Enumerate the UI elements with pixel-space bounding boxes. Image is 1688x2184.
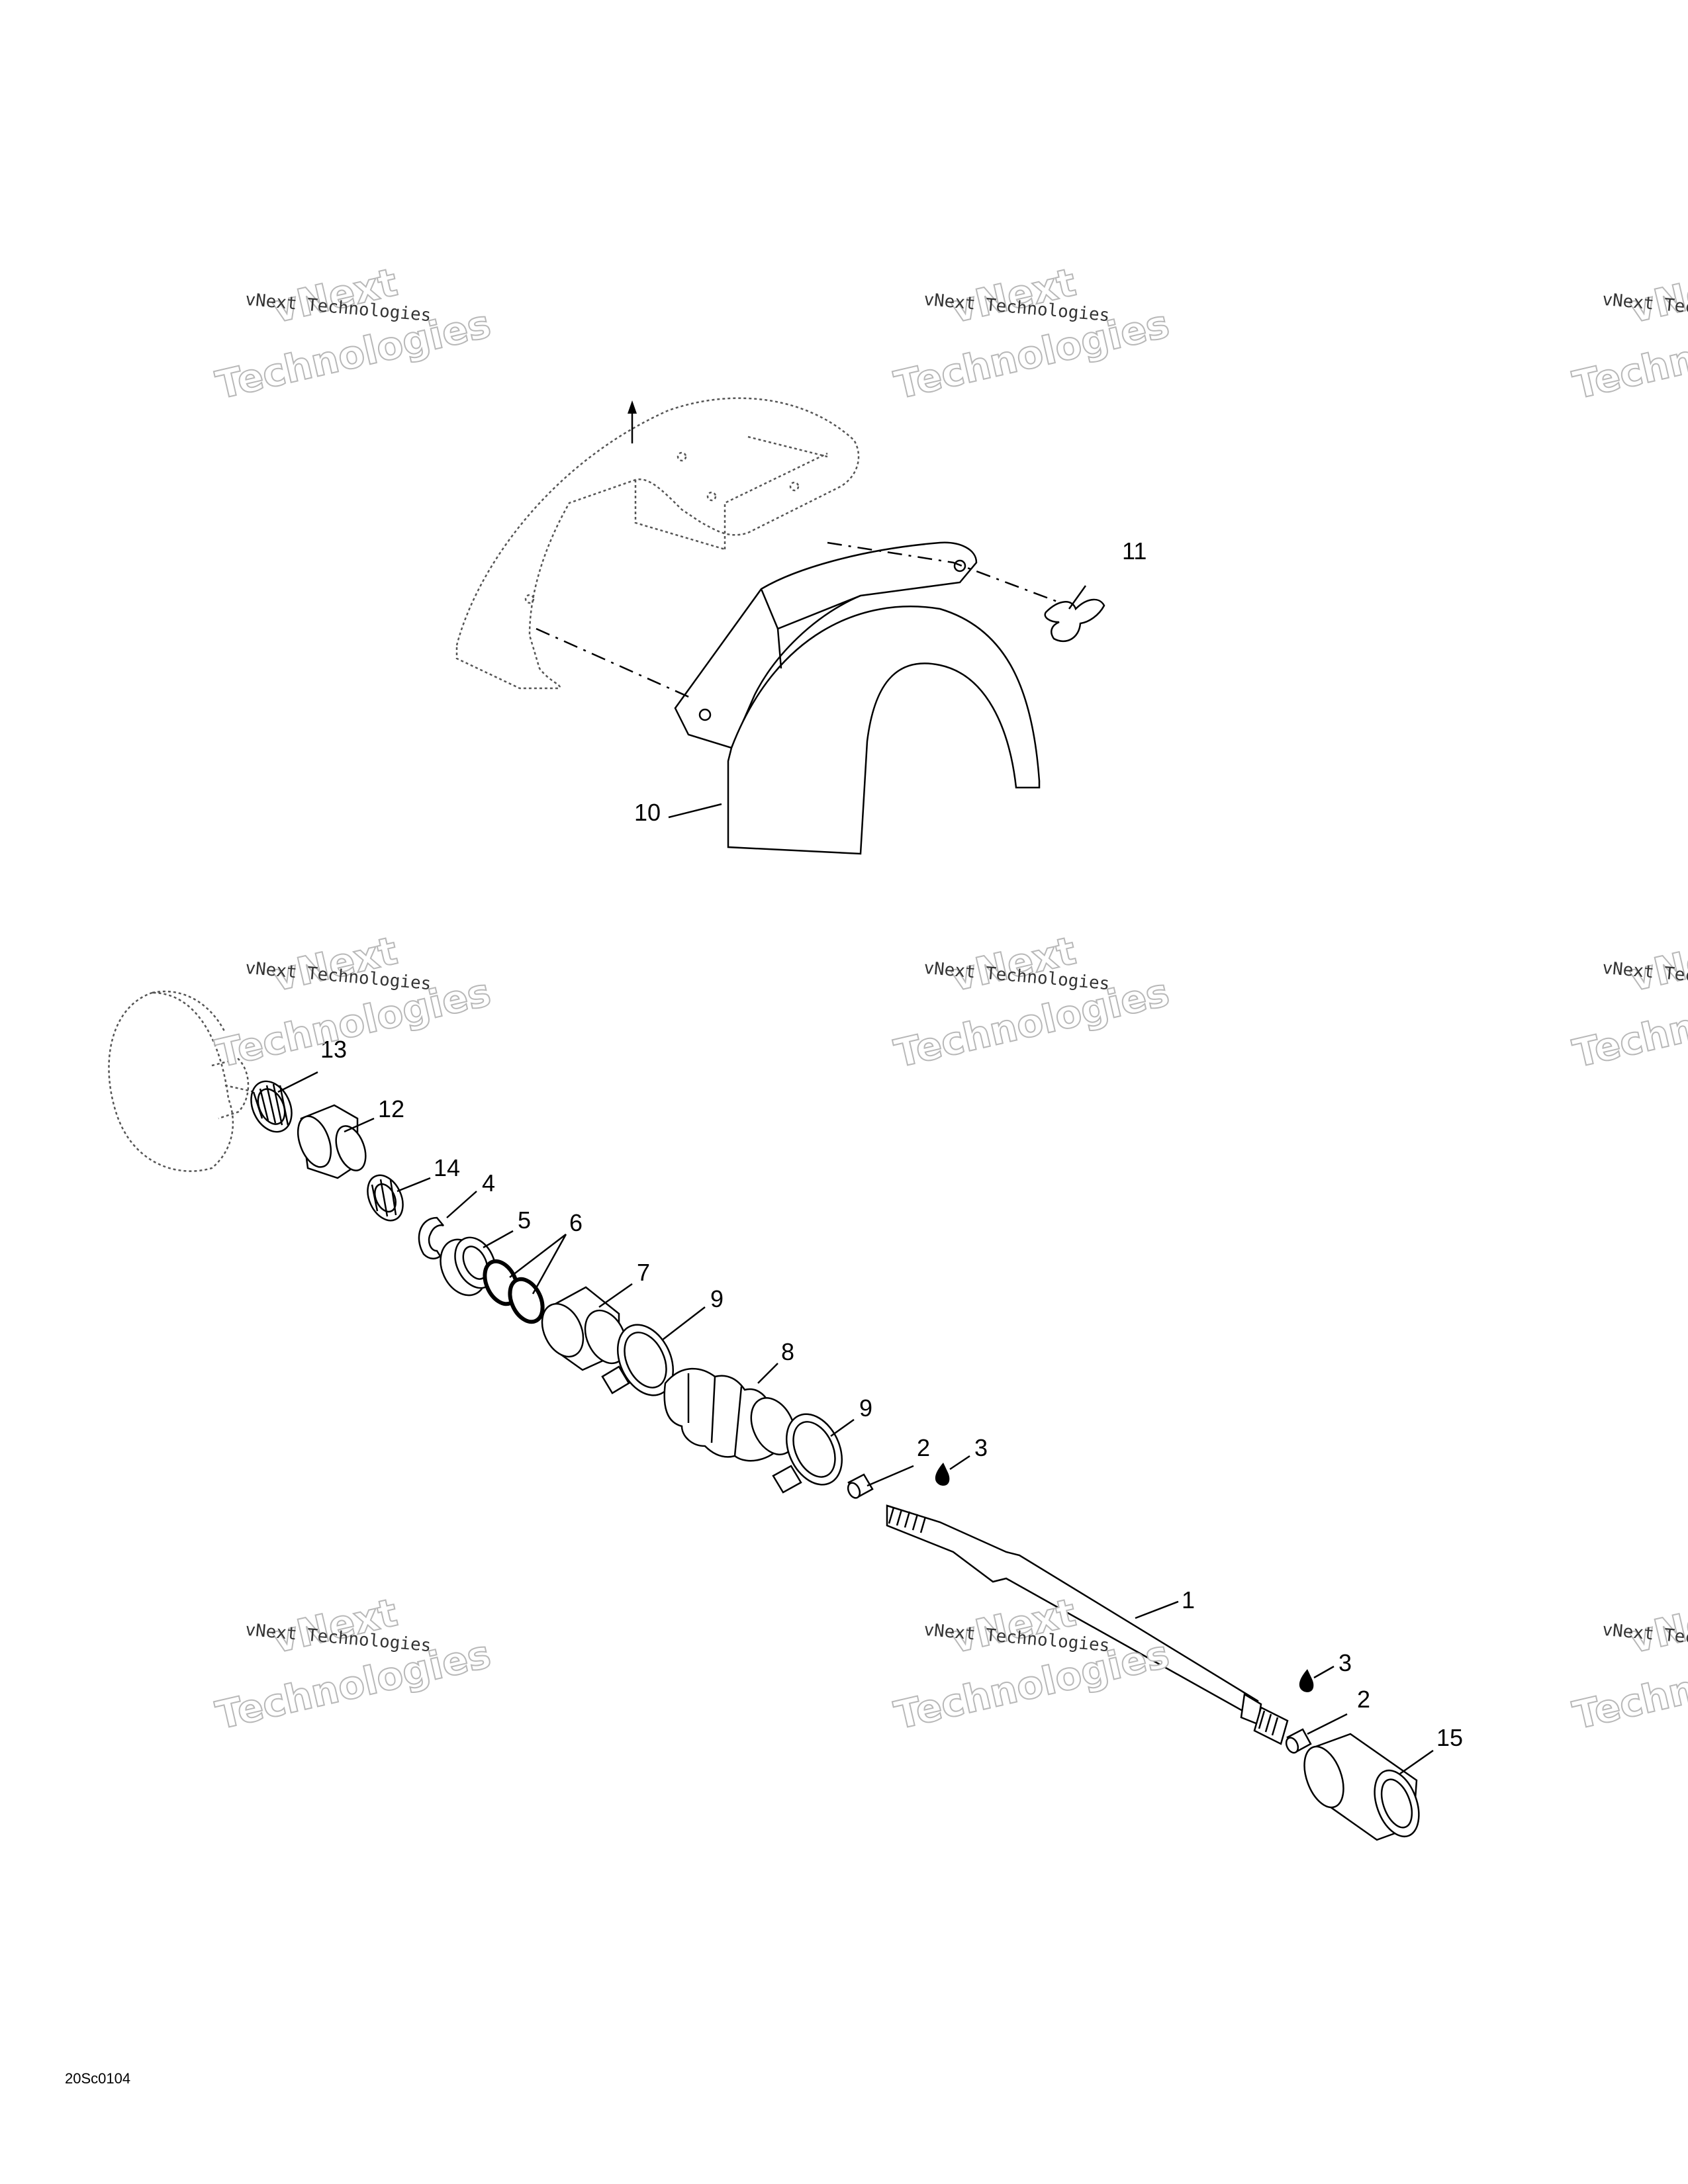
pin-part-2a <box>847 1473 874 1499</box>
boot-part-8 <box>663 1367 796 1462</box>
diagram-code: 20Sc0104 <box>65 2070 131 2087</box>
alignment-line <box>827 541 1060 604</box>
callout-5: 5 <box>518 1206 531 1234</box>
callout-2a: 2 <box>917 1434 930 1461</box>
hose-clamp-part-9b <box>772 1413 843 1494</box>
grease-drop-part-3b <box>1299 1669 1314 1692</box>
callout-14: 14 <box>434 1154 460 1181</box>
callout-2b: 2 <box>1357 1686 1370 1713</box>
alignment-line <box>536 627 692 700</box>
callout-7: 7 <box>637 1259 650 1286</box>
callout-9a: 9 <box>710 1285 724 1312</box>
housing-part-15 <box>1303 1733 1420 1841</box>
callout-12: 12 <box>378 1095 404 1122</box>
callout-9b: 9 <box>859 1394 872 1422</box>
leader-lines <box>277 585 1434 1775</box>
drive-shaft-part-1 <box>886 1504 1289 1745</box>
seal-part-5 <box>440 1236 496 1297</box>
callout-labels: 10 11 13 12 14 4 5 6 7 9 8 9 2 3 1 3 2 1… <box>320 537 1463 1751</box>
callout-10: 10 <box>634 799 661 826</box>
callout-3b: 3 <box>1338 1649 1352 1676</box>
adapter-part-12 <box>297 1104 367 1179</box>
callout-15: 15 <box>1436 1724 1463 1751</box>
callout-8: 8 <box>781 1338 794 1365</box>
callout-1: 1 <box>1182 1586 1195 1614</box>
callout-13: 13 <box>320 1036 347 1063</box>
hull-bracket-ghost <box>455 397 860 690</box>
callout-3a: 3 <box>974 1434 988 1461</box>
snap-ring-part-4 <box>418 1216 444 1259</box>
grease-drop-part-3a <box>935 1463 950 1486</box>
wing-nut-part-11 <box>1044 598 1105 643</box>
o-rings-part-6 <box>483 1259 545 1324</box>
callout-11: 11 <box>1122 537 1147 565</box>
pin-part-2b <box>1285 1728 1312 1754</box>
callout-6: 6 <box>569 1209 583 1236</box>
clamp-part-13 <box>250 1080 293 1133</box>
bearing-part-14 <box>367 1174 404 1222</box>
engine-housing-ghost <box>108 990 256 1172</box>
hose-clamp-part-9a <box>601 1324 675 1396</box>
callout-4: 4 <box>482 1169 495 1197</box>
sleeve-part-7 <box>541 1286 628 1371</box>
cover-part-10 <box>674 541 1041 855</box>
